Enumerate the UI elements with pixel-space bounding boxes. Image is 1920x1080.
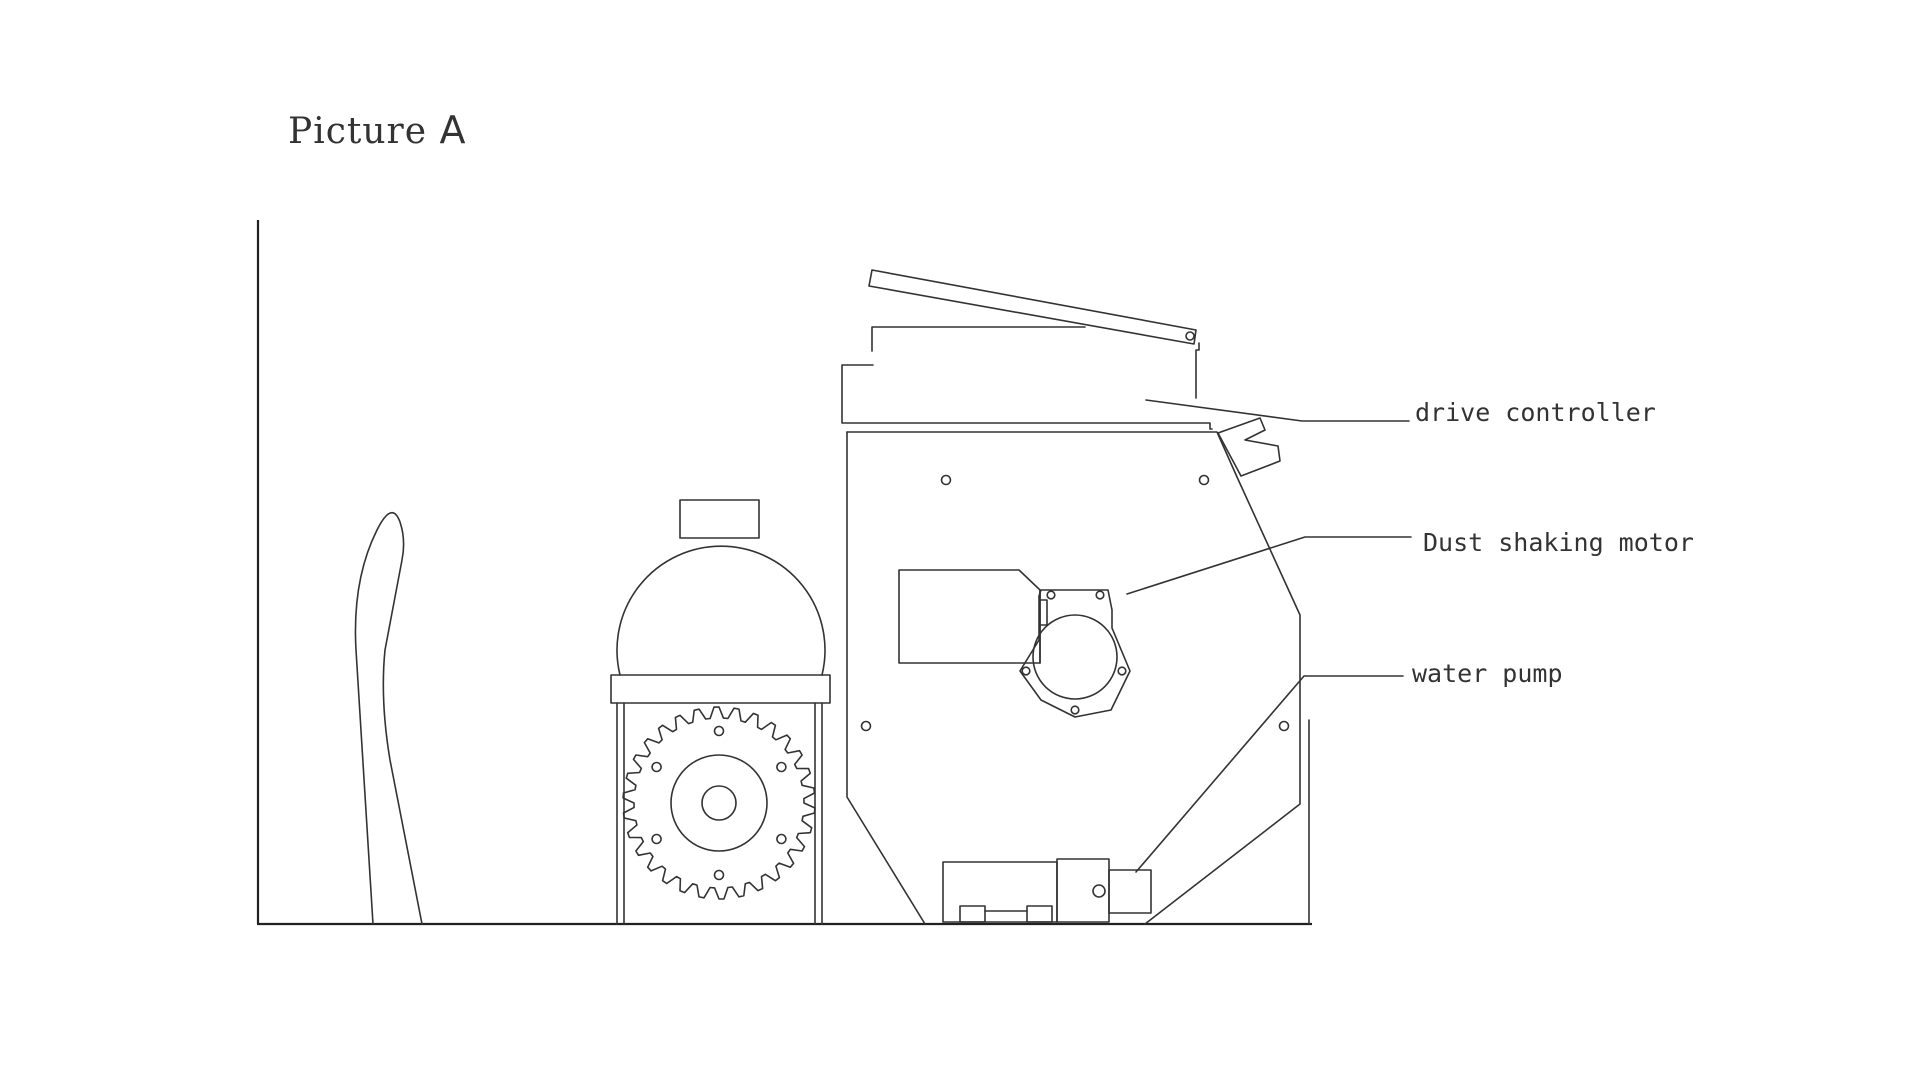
leader-dust-shaking-motor: [1126, 536, 1412, 595]
tank-cap: [679, 499, 760, 539]
pump-outlet: [1108, 869, 1152, 914]
motor-bolt-2: [1095, 590, 1105, 600]
water-pump-assembly: [942, 858, 1152, 923]
motor-bolt-4: [1021, 666, 1031, 676]
motor-bolt-5: [1070, 705, 1080, 715]
leader-drive-controller: [1145, 399, 1410, 422]
lid-latch: [1195, 342, 1200, 399]
pump-foot-right: [1026, 905, 1053, 923]
label-water-pump: water pump: [1412, 659, 1563, 688]
leader-water-pump: [1135, 675, 1404, 873]
pump-body: [1056, 858, 1110, 923]
lid-hinge: [1185, 331, 1195, 341]
gear-hub: [670, 754, 768, 852]
machine-lid: [841, 269, 1213, 430]
tank-band: [610, 674, 831, 704]
housing-left-outline: [846, 431, 926, 925]
gear-bolt-holes: [651, 725, 787, 881]
housing-right-outline: [846, 431, 1301, 925]
main-housing: [846, 417, 1310, 925]
gear-bolt-hole: [713, 725, 725, 737]
motor-body: [898, 569, 1041, 664]
lid-bar: [868, 269, 1197, 345]
lid-upper-rim: [871, 326, 1086, 352]
handle-bar: [354, 512, 423, 925]
gear-bolt-hole: [776, 833, 787, 845]
pump-foot-left: [959, 905, 986, 923]
gear-bolt-hole: [713, 869, 725, 881]
gear-teeth: [622, 706, 816, 900]
gear-axle: [701, 785, 737, 821]
motor-bolt-1: [1046, 590, 1056, 600]
housing-hole-mid-left: [860, 720, 872, 732]
housing-hole-top-right: [1198, 474, 1210, 486]
motor-bolt-3: [1117, 666, 1127, 676]
motor-face: [1032, 614, 1118, 700]
title-prefix: Picture: [288, 111, 428, 152]
gear-bolt-hole: [651, 761, 662, 773]
title-letter: A: [439, 108, 467, 152]
diagram-title: Picture A: [288, 108, 467, 152]
tank-dome: [616, 545, 826, 676]
housing-hole-mid-right: [1278, 720, 1290, 732]
gear-bolt-hole: [651, 833, 662, 845]
label-dust-shaking-motor: Dust shaking motor: [1423, 528, 1694, 557]
label-drive-controller: drive controller: [1415, 398, 1656, 427]
motor-coupler: [1040, 599, 1048, 626]
pump-port: [1092, 884, 1106, 898]
housing-hole-top-left: [940, 474, 952, 486]
gear-wheel: [622, 706, 816, 900]
gear-bolt-hole: [776, 761, 787, 773]
drive-controller-knob: [1217, 417, 1281, 477]
dust-shaking-motor: [898, 569, 1131, 718]
lid-lower-rim: [841, 364, 1213, 430]
motor-flange: [1019, 589, 1131, 718]
